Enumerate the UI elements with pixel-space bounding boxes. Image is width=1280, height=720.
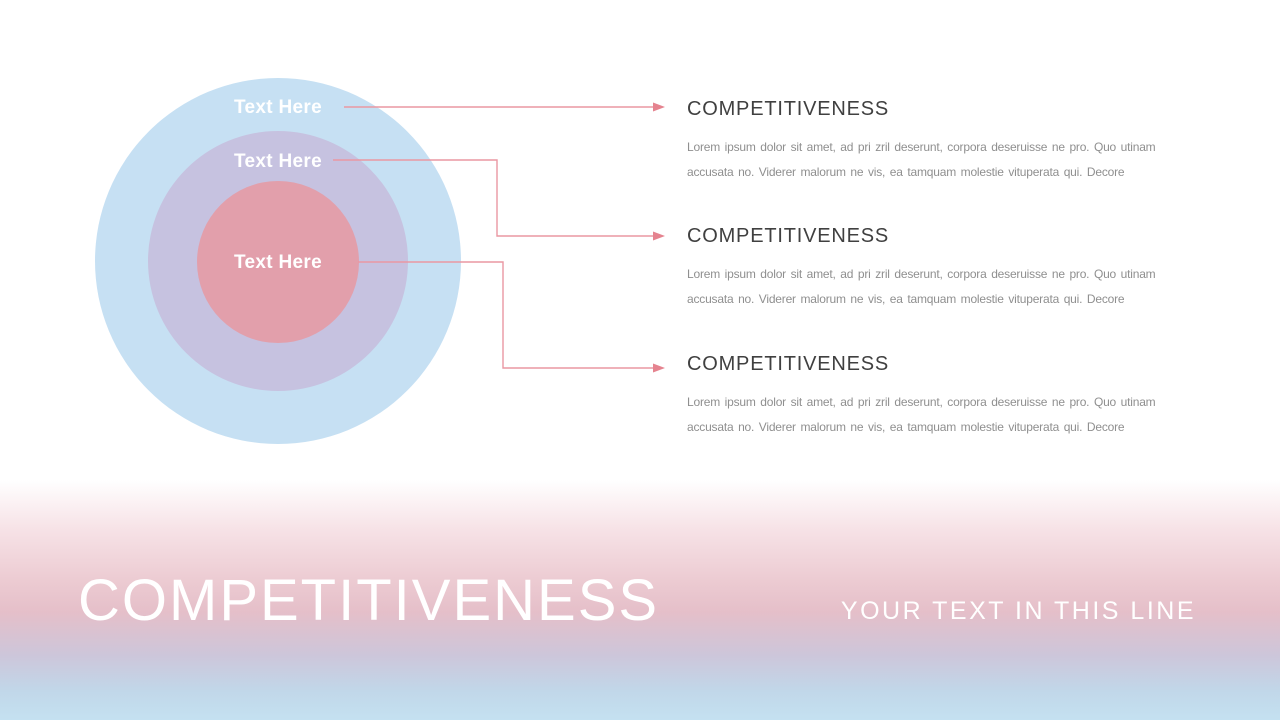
section-2-heading: COMPETITIVENESS: [687, 225, 890, 247]
inner-ring-label: Text Here: [234, 252, 322, 273]
info-section-2: COMPETITIVENESS Lorem ipsum dolor sit am…: [687, 225, 1197, 311]
section-1-body-line-2: accusata no. Viderer malorum ne vis, ea …: [687, 164, 1125, 179]
section-3-heading: COMPETITIVENESS: [687, 353, 890, 375]
middle-ring-label: Text Here: [234, 151, 322, 172]
section-1-body-line-1: Lorem ipsum dolor sit amet, ad pri zril …: [687, 140, 1156, 154]
section-2-body: Lorem ipsum dolor sit amet, ad pri zril …: [687, 262, 1197, 311]
slide-title: COMPETITIVENESS: [78, 568, 660, 633]
arrowhead-icon-2: [653, 231, 665, 241]
arrowhead-icon-1: [653, 102, 665, 112]
outer-ring-label: Text Here: [234, 97, 322, 118]
info-section-1: COMPETITIVENESS Lorem ipsum dolor sit am…: [687, 98, 1197, 184]
section-3-body: Lorem ipsum dolor sit amet, ad pri zril …: [687, 390, 1197, 439]
footer-gradient-band: [0, 480, 1280, 720]
section-3-body-line-1: Lorem ipsum dolor sit amet, ad pri zril …: [687, 395, 1156, 409]
section-1-heading: COMPETITIVENESS: [687, 98, 890, 120]
section-3-body-line-2: accusata no. Viderer malorum ne vis, ea …: [687, 419, 1125, 434]
inner-ring-circle: [197, 181, 359, 343]
section-1-body: Lorem ipsum dolor sit amet, ad pri zril …: [687, 135, 1197, 184]
info-section-3: COMPETITIVENESS Lorem ipsum dolor sit am…: [687, 353, 1197, 439]
arrowhead-icon-3: [653, 363, 665, 373]
section-2-body-line-2: accusata no. Viderer malorum ne vis, ea …: [687, 291, 1125, 306]
slide-subtitle: YOUR TEXT IN THIS LINE: [840, 597, 1196, 625]
section-2-body-line-1: Lorem ipsum dolor sit amet, ad pri zril …: [687, 267, 1156, 281]
